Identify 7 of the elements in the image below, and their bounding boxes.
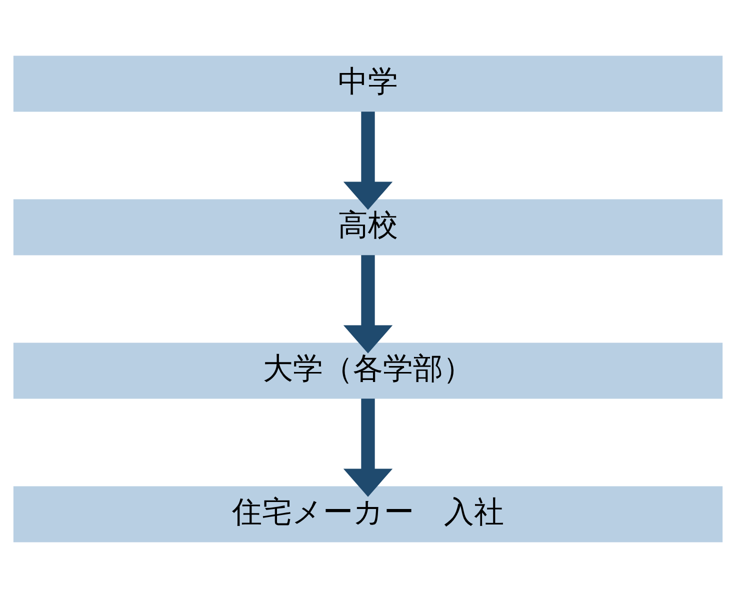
node-box: 中学 bbox=[13, 55, 723, 112]
arrow bbox=[343, 254, 393, 353]
node-box: 高校 bbox=[13, 198, 723, 255]
arrow bbox=[343, 398, 393, 496]
node-box: 住宅メーカー 入社 bbox=[13, 486, 723, 542]
arrow bbox=[343, 111, 393, 210]
node-box: 大学（各学部） bbox=[13, 342, 723, 398]
